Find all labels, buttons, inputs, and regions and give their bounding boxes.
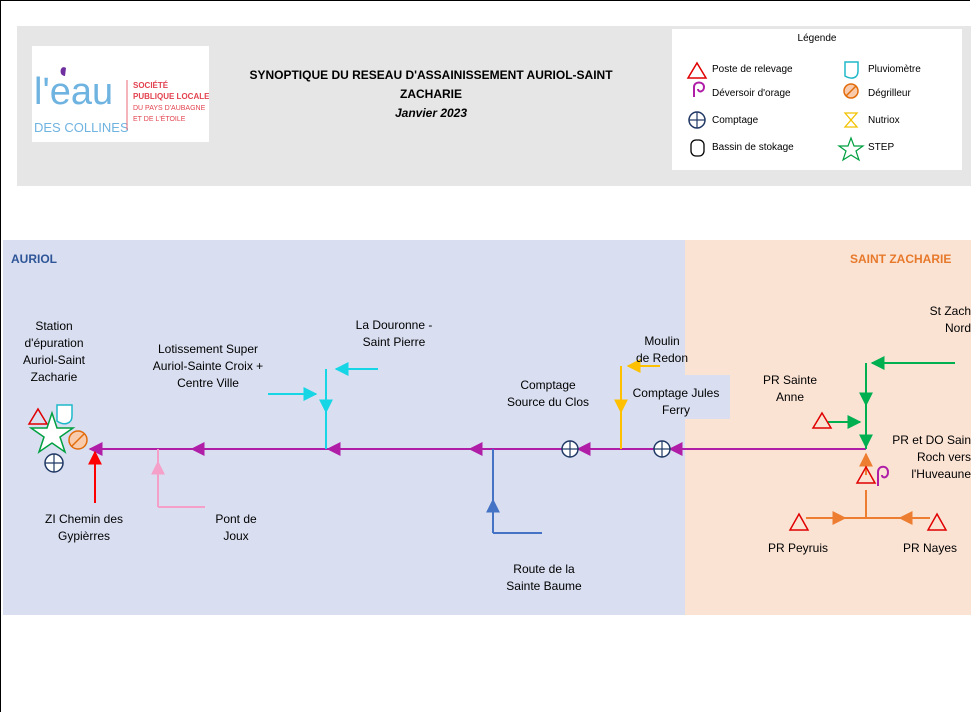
title-line-1: SYNOPTIQUE DU RESEAU D'ASSAINISSEMENT AU…	[249, 68, 613, 82]
pr-nayes-icon	[926, 512, 948, 531]
logo-tag-4: ET DE L'ÉTOILE	[133, 114, 186, 123]
branch-lotissement	[268, 362, 378, 449]
logo-wordmark: l'eau	[34, 71, 113, 113]
legend-poste: Poste de relevage	[712, 64, 793, 75]
label-douronne: La Douronne -Saint Pierre	[355, 318, 433, 349]
deversoir-icon	[693, 81, 706, 97]
pr-sainte-anne-icon	[811, 411, 833, 429]
step-icon	[837, 136, 865, 162]
zone-auriol	[3, 240, 685, 615]
comptage-jules-ferry-icon	[653, 440, 671, 458]
branch-st-zach-nord	[828, 356, 955, 449]
diagram-title: SYNOPTIQUE DU RESEAU D'ASSAINISSEMENT AU…	[222, 66, 640, 123]
branch-pont-joux	[151, 449, 205, 508]
step-auriol-cluster	[27, 404, 88, 473]
legend-step: STEP	[868, 142, 895, 153]
logo-tag-2: PUBLIQUE LOCALE	[133, 92, 209, 101]
bassin-icon	[690, 139, 705, 157]
legend-pluvio: Pluviomètre	[868, 64, 921, 75]
branch-moulin	[614, 359, 660, 449]
logo-tag-1: SOCIÉTÉ	[133, 81, 169, 90]
comptage-source-clos-icon	[561, 440, 579, 458]
legend: Légende Poste de relevage Pluviomètre Dé…	[672, 29, 962, 170]
legend-deversoir: Déversoir d'orage	[712, 88, 791, 99]
label-pr-peyruis: PR Peyruis	[767, 541, 829, 555]
zone-auriol-title: AURIOL	[11, 252, 57, 266]
deversoir-saint-roch-icon	[877, 465, 890, 486]
legend-comptage: Comptage	[712, 115, 759, 126]
legend-nutriox: Nutriox	[868, 115, 900, 126]
step-star-icon	[28, 410, 76, 454]
branch-peyruis-nayes	[806, 452, 930, 525]
title-line-2: ZACHARIE	[400, 87, 462, 101]
step-pluviometre-icon	[56, 404, 73, 425]
pluviometre-icon	[844, 61, 859, 79]
nutriox-icon	[843, 112, 859, 128]
poste-relevage-icon	[686, 61, 708, 79]
branch-route-baume	[486, 449, 542, 534]
logo-leaf-icon	[60, 67, 66, 76]
legend-degrilleur: Dégrilleur	[868, 88, 911, 99]
logo-tag-3: DU PAYS D'AUBAGNE	[133, 105, 206, 112]
logo-wordmark-sub: DES COLLINES	[34, 120, 129, 135]
diagram-date: Janvier 2023	[394, 106, 468, 120]
legend-bassin: Bassin de stokage	[712, 142, 794, 153]
legend-title: Légende	[797, 33, 837, 44]
zone-saint-zacharie-title: SAINT ZACHARIE	[850, 252, 952, 266]
jules-ferry-label-bg	[624, 375, 730, 419]
company-logo: l'eau DES COLLINES SOCIÉTÉ PUBLIQUE LOCA…	[32, 46, 210, 142]
label-pr-nayes: PR Nayes	[902, 541, 958, 555]
pr-saint-roch-icon	[855, 465, 877, 484]
step-poste-icon	[27, 407, 49, 425]
pr-peyruis-icon	[788, 512, 810, 531]
